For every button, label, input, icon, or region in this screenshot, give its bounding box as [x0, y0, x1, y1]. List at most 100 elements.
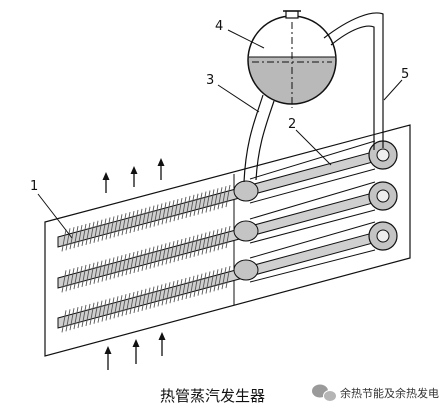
- pipe-fin: [201, 191, 207, 214]
- pipe-fin: [201, 272, 207, 295]
- pipe-fin: [161, 202, 167, 225]
- pipe-fin: [117, 255, 123, 278]
- steam-return-pipe-5-inner: [330, 25, 375, 150]
- pipe-fin: [225, 226, 231, 249]
- header-collar: [233, 220, 259, 242]
- pipe-fin: [185, 195, 191, 218]
- label-5: 5: [401, 67, 409, 82]
- condenser-jacket-line: [249, 181, 376, 220]
- up-arrow: [157, 158, 165, 180]
- pipe-fin: [105, 258, 111, 281]
- pipe-fin: [165, 201, 171, 224]
- pipe-fin: [73, 267, 79, 290]
- pipe-fin: [93, 301, 99, 324]
- pipe-fin: [213, 269, 219, 292]
- pipe-fin: [81, 264, 87, 288]
- pipe-fin: [205, 231, 211, 254]
- pipe-fin: [205, 271, 211, 294]
- pipe-fin: [81, 304, 87, 328]
- pipe-fin: [101, 299, 107, 322]
- pipe-fin: [109, 297, 115, 320]
- pipe-fin: [133, 290, 139, 314]
- pipe-fin: [225, 266, 231, 289]
- pipe-fin: [89, 262, 95, 285]
- pipe-fin: [85, 303, 91, 326]
- heat-pipes: [57, 140, 398, 333]
- pipe-fin: [77, 265, 83, 289]
- pipe-fin: [189, 275, 195, 298]
- pipe-fin: [193, 193, 199, 216]
- up-arrow: [104, 346, 112, 370]
- condenser-jacket-line: [249, 249, 376, 283]
- up-arrow: [132, 339, 140, 364]
- pipe-fin: [161, 243, 167, 266]
- pipe-fin: [117, 214, 123, 237]
- pipe-fin: [101, 218, 107, 241]
- pipe-fin: [89, 302, 95, 325]
- steam-drum: [247, 10, 337, 108]
- pipe-fin: [145, 206, 151, 229]
- pipe-fin: [169, 241, 175, 264]
- pipe-fin: [113, 215, 119, 238]
- pipe-fin: [173, 280, 179, 303]
- pipe-fin: [221, 186, 227, 209]
- pipe-fin: [149, 246, 155, 269]
- pipe-fin: [125, 293, 131, 316]
- pipe-fin: [133, 209, 139, 233]
- pipe-fin: [217, 268, 223, 291]
- pipe-fin: [137, 208, 143, 231]
- heat-pipe: [57, 181, 398, 293]
- wechat-icon: [312, 384, 337, 402]
- pipe-fin: [105, 298, 111, 321]
- condenser-jacket-line: [249, 221, 376, 259]
- leader-line-1: [37, 193, 73, 239]
- leader-line-4: [227, 29, 265, 49]
- pipe-fin: [205, 190, 211, 213]
- pipe-fin: [121, 254, 127, 277]
- pipe-fin: [97, 300, 103, 323]
- label-2: 2: [288, 117, 296, 132]
- pipe-fin: [193, 274, 199, 297]
- pipe-fin: [165, 242, 171, 265]
- pipe-fin: [153, 285, 159, 308]
- label-3: 3: [206, 73, 214, 88]
- heat-pipe: [57, 140, 398, 252]
- leader-line-3: [217, 84, 260, 113]
- pipe-fin: [129, 291, 135, 315]
- pipe-fin: [197, 273, 203, 296]
- pipe-fin: [149, 205, 155, 228]
- up-arrow: [158, 332, 166, 356]
- header-collar: [233, 259, 259, 281]
- pipe-fin: [125, 253, 131, 276]
- pipe-fin: [209, 270, 215, 293]
- pipe-fin: [89, 221, 95, 244]
- pipe-fin: [213, 229, 219, 252]
- leader-line-2: [295, 129, 332, 166]
- pipe-fin: [105, 217, 111, 240]
- downcomer-pipe-3-inner: [255, 100, 275, 181]
- pipe-fin: [149, 286, 155, 309]
- header-collar: [233, 180, 259, 202]
- pipe-fin: [165, 282, 171, 305]
- heat-pipe: [57, 221, 398, 333]
- pipe-end: [376, 229, 390, 243]
- pipe-fin: [145, 247, 151, 270]
- leader-line-5: [383, 79, 403, 101]
- label-4: 4: [215, 19, 223, 34]
- pipe-fin: [93, 261, 99, 284]
- watermark: 余热节能及余热发电: [312, 384, 439, 402]
- pipe-fin: [177, 197, 183, 221]
- pipe-fin: [73, 226, 79, 249]
- pipe-fin: [77, 305, 83, 329]
- pipe-fin: [121, 213, 127, 236]
- condenser-jacket-line: [249, 140, 376, 180]
- pipe-fin: [157, 244, 163, 267]
- pipe-fin: [137, 249, 143, 272]
- pipe-fin: [109, 216, 115, 239]
- pipe-fin: [113, 256, 119, 279]
- pipe-fin: [121, 294, 127, 317]
- pipe-end: [376, 189, 390, 203]
- pipe-fin: [153, 204, 159, 227]
- downcomer-pipe-3: [243, 94, 264, 183]
